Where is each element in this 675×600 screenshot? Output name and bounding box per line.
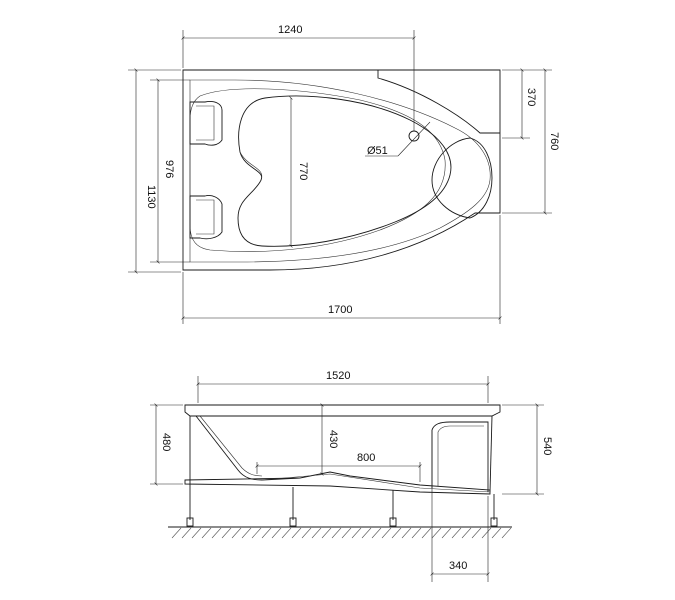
dim-top-height-inner: 976 [150, 78, 190, 264]
headrest-upper-inner [196, 105, 215, 141]
dim-side-height-right: 540 [502, 403, 553, 496]
label-760: 760 [548, 132, 560, 150]
label-1700: 1700 [328, 304, 352, 316]
label-430: 430 [327, 430, 339, 448]
drain-circle [408, 130, 420, 142]
side-right-wall [489, 415, 493, 493]
label-976: 976 [163, 160, 175, 178]
side-view: 1520 480 430 800 540 [150, 370, 553, 582]
label-1130: 1130 [145, 185, 157, 209]
dim-right-height: 760 [502, 68, 560, 215]
headrest-lower-inner [196, 199, 215, 235]
label-370: 370 [525, 88, 537, 106]
dim-side-seat: 340 [430, 430, 490, 582]
side-rim [184, 404, 501, 417]
side-right-seat [431, 421, 489, 492]
dim-right-step: 370 [502, 68, 537, 140]
label-480: 480 [160, 433, 172, 451]
side-bottom-inner [261, 473, 491, 493]
label-340: 340 [449, 560, 467, 572]
dim-top-height-total: 1130 [128, 68, 181, 274]
side-right-seat-inner [437, 425, 484, 486]
dim-drain: Ø51 [365, 121, 431, 157]
dim-side-bottom: 800 [255, 452, 422, 482]
dim-top-width: 1240 [181, 24, 416, 131]
top-view: 1240 1700 1130 976 770 [128, 24, 560, 324]
top-basin-shell [189, 88, 446, 252]
dim-side-length: 1520 [196, 370, 490, 403]
top-seat-circle [431, 137, 493, 219]
top-right-notch [377, 70, 500, 134]
dim-side-height-left: 480 [150, 403, 183, 486]
floor [168, 526, 512, 539]
top-outer-outline [182, 69, 501, 271]
top-inner-basin [237, 95, 452, 247]
label-540: 540 [541, 437, 553, 455]
top-inner-basin-detail [239, 151, 263, 183]
headrest-lower [189, 195, 223, 240]
label-1240: 1240 [278, 24, 302, 36]
side-left-wall-inner [199, 415, 263, 477]
headrest-upper [189, 101, 223, 146]
label-drain: Ø51 [367, 145, 388, 157]
support-legs [186, 484, 498, 527]
top-inner-rim [189, 79, 491, 263]
dim-top-length: 1700 [181, 215, 502, 324]
side-left-wall [195, 415, 301, 481]
label-800: 800 [357, 452, 375, 464]
label-770: 770 [297, 162, 309, 180]
dim-inner-basin: 770 [289, 96, 309, 248]
dim-side-depth: 430 [320, 403, 339, 476]
label-1520: 1520 [326, 370, 350, 382]
